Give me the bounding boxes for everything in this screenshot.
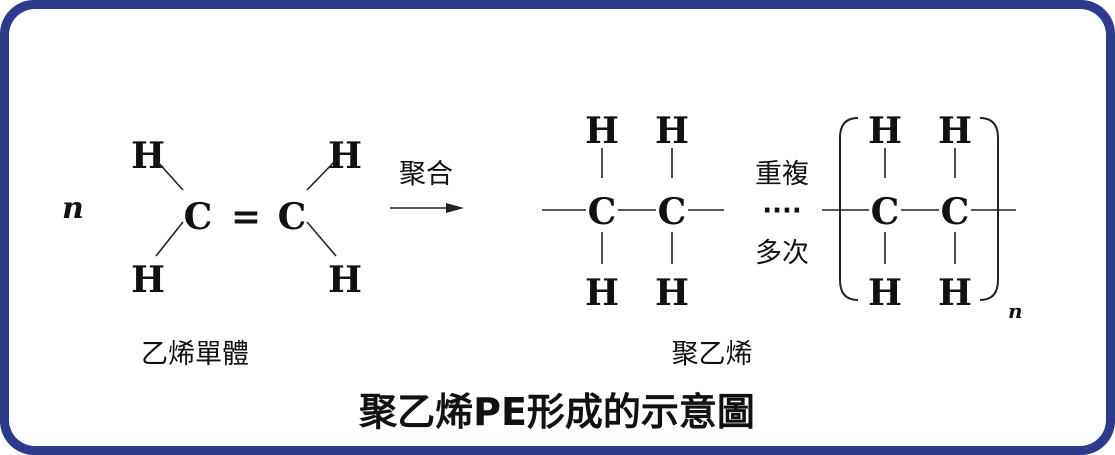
diagram-caption: 聚乙烯PE形成的示意圖	[358, 390, 755, 434]
polymerization-arrow: 聚合	[390, 159, 464, 213]
left-parenthesis	[839, 117, 859, 301]
monomer-double-bond: =	[231, 196, 261, 238]
segment-carbon-2: C	[658, 191, 687, 233]
monomer-h-top-left: H	[131, 135, 165, 177]
bond-h-top-left	[155, 159, 184, 191]
segment-h-top-2: H	[655, 110, 689, 152]
unit-h-bottom-1: H	[868, 272, 902, 314]
monomer-h-bottom-right: H	[328, 259, 362, 301]
monomer-label: 乙烯單體	[141, 339, 249, 370]
unit-subscript: n	[1008, 299, 1023, 323]
monomer-carbon-left: C	[184, 196, 213, 238]
unit-h-top-1: H	[868, 110, 902, 152]
segment-carbon-1: C	[588, 191, 617, 233]
unit-carbon-1: C	[871, 191, 900, 233]
reaction-label: 聚合	[399, 159, 453, 190]
unit-h-top-2: H	[938, 110, 972, 152]
segment-h-bottom-1: H	[585, 272, 619, 314]
diagram-panel	[9, 9, 1106, 446]
monomer-h-top-right: H	[328, 135, 362, 177]
right-parenthesis	[979, 117, 999, 301]
repeat-annotation: 重複 ···· 多次	[755, 159, 809, 269]
times-label: 多次	[755, 238, 809, 269]
bond-h-bottom-left	[155, 221, 184, 257]
bond-h-top-right	[306, 159, 337, 191]
repeat-dots: ····	[762, 196, 802, 226]
repeating-unit: H H H H C C n	[822, 110, 1023, 323]
segment-h-top-1: H	[585, 110, 619, 152]
polymer-label: 聚乙烯	[672, 339, 753, 370]
monomer-h-bottom-left: H	[131, 259, 165, 301]
arrow-head-icon	[446, 203, 464, 213]
monomer-carbon-right: C	[278, 196, 307, 238]
monomer-coefficient: n	[62, 191, 84, 226]
segment-h-bottom-2: H	[655, 272, 689, 314]
bond-h-bottom-right	[306, 221, 337, 257]
repeat-label: 重複	[755, 159, 809, 190]
unit-carbon-2: C	[941, 191, 970, 233]
ethylene-monomer: n H H H H C = C 乙烯單體	[62, 135, 362, 370]
unit-h-bottom-2: H	[938, 272, 972, 314]
polyethylene-segment: H H H H C C	[542, 110, 724, 314]
